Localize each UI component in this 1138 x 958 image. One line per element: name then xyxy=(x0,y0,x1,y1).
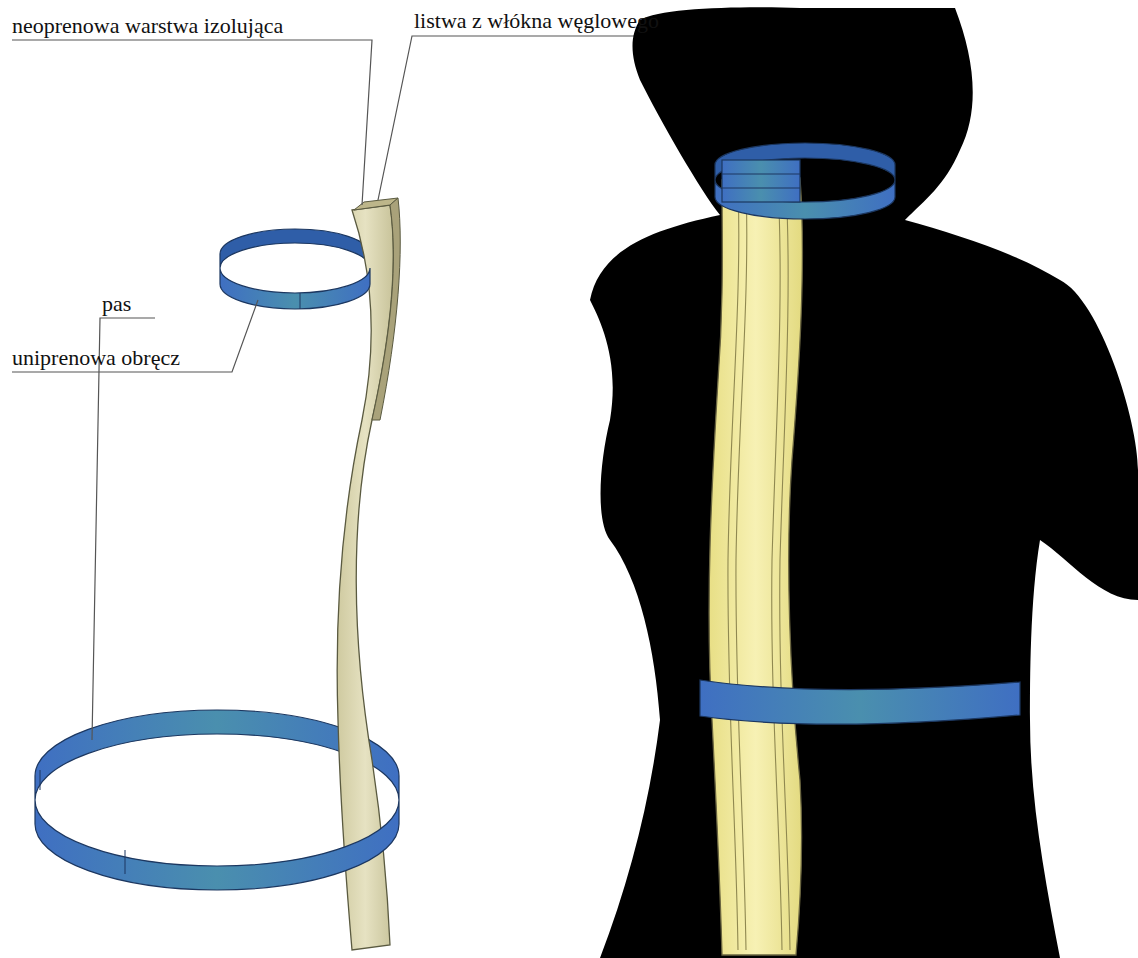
collar-left xyxy=(220,229,370,268)
part-label: uniprenowa obręcz xyxy=(12,345,180,371)
person-silhouette xyxy=(590,7,1138,958)
part-label: pas xyxy=(102,291,131,317)
part-label: listwa z włókna węglowego xyxy=(414,8,659,34)
collar-right-front xyxy=(715,160,895,219)
belt-right xyxy=(700,680,1020,724)
carbon-strip-right xyxy=(709,178,802,955)
part-label: neoprenowa warstwa izolująca xyxy=(12,13,283,39)
leader-lines xyxy=(12,36,690,740)
belt-left-front xyxy=(35,770,399,890)
collar-left-front xyxy=(220,268,370,309)
